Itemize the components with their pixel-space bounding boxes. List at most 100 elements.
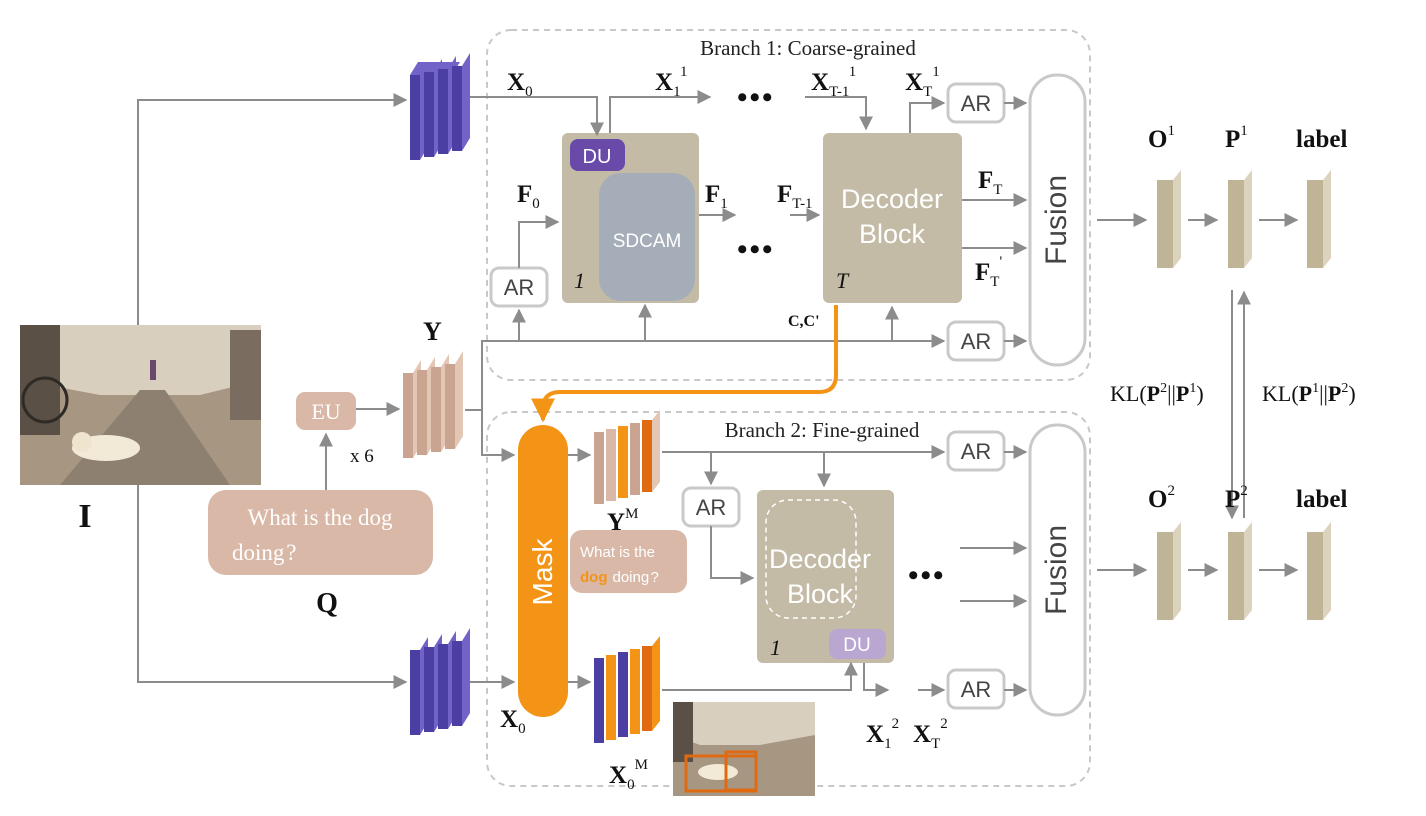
ar-label-6: AR (961, 677, 992, 702)
image-feature-stack-bottom (410, 628, 470, 735)
ar-label-5: AR (696, 495, 727, 520)
ym-sup: M (625, 506, 638, 522)
sdcam-label: SDCAM (613, 231, 682, 252)
eu-block: EU (296, 392, 356, 430)
label-label-bottom: label (1296, 486, 1347, 513)
label-p2: P2 (1225, 483, 1248, 513)
label-x0-bottom: X0 (500, 706, 526, 737)
x12-sup: 2 (892, 716, 900, 732)
label-y-m: YM (607, 506, 638, 536)
label-c-cprime: C,C' (788, 313, 820, 330)
xt2-sup: 2 (940, 716, 948, 732)
question-line-1: What is the dog (248, 505, 393, 530)
ar-box-2: AR (946, 82, 1006, 124)
o2-o: O (1148, 486, 1167, 513)
f1-sub: 1 (720, 196, 728, 212)
output-column-p2 (1228, 522, 1252, 620)
mask-block: Mask (518, 425, 568, 717)
kl-right-b: P (1328, 381, 1341, 406)
ftp-prime: ' (999, 254, 1002, 270)
ellipsis-mid: ••• (737, 233, 775, 266)
question-label: Q (316, 588, 338, 619)
kl-left-sep: || (1167, 381, 1176, 406)
label-ft1: FT-1 (777, 181, 813, 212)
xt1-sup: 1 (932, 64, 940, 80)
f0-sub: 0 (532, 196, 540, 212)
output-column-o1 (1157, 170, 1181, 268)
output-column-label1 (1307, 170, 1331, 268)
eu-repeat-label: x 6 (350, 446, 374, 467)
kl-left-a-sup: 2 (1160, 381, 1167, 396)
eu-label: EU (311, 399, 340, 424)
x12-x: X (866, 721, 884, 748)
label-x0-m: X0M (609, 757, 648, 793)
ar-label-1: AR (504, 275, 535, 300)
label-o1: O1 (1148, 123, 1175, 153)
masked-image-feature-stack (594, 636, 660, 743)
f0-f: F (517, 181, 532, 208)
question-box: What is the dog doing ? (208, 490, 433, 575)
kl-right-b-sup: 2 (1341, 381, 1348, 396)
fusion-bottom: Fusion (1028, 423, 1087, 717)
f1-f: F (705, 181, 720, 208)
ft1-sub: T-1 (792, 196, 812, 212)
decoder-t-line-1: Decoder (841, 184, 943, 214)
ft-sub: T (993, 182, 1002, 198)
decoder-block-t: Decoder Block T (823, 133, 962, 303)
label-o2: O2 (1148, 483, 1175, 513)
x0-bottom-x: X (500, 706, 518, 733)
branch-1-container: Branch 1: Coarse-grained (486, 29, 1091, 381)
kl-left-b: P (1176, 381, 1189, 406)
connector-lines (137, 90, 1299, 697)
du-top: DU (570, 139, 625, 171)
du-bottom-label: DU (843, 635, 870, 656)
label-f0: F0 (517, 181, 540, 212)
ellipsis-branch2: ••• (908, 559, 946, 592)
kl-right-a: P (1299, 381, 1312, 406)
masked-image-thumbnail (673, 702, 815, 796)
xt11-x: X (811, 69, 829, 96)
xt11-sup: 1 (849, 64, 857, 80)
x11-sup: 1 (680, 64, 688, 80)
xt2-sub: T (931, 736, 940, 752)
xt1-x: X (905, 69, 923, 96)
label-x1-1: X11 (655, 64, 688, 100)
image-feature-stack-top (410, 53, 470, 160)
x0-top-x: X (507, 69, 525, 96)
question-line-2: doing ? (232, 540, 297, 565)
label-xt-1: XT1 (905, 64, 940, 100)
label-x0-top: X0 (507, 69, 533, 100)
ar-box-1: AR (489, 266, 549, 308)
fusion-bottom-label: Fusion (1040, 525, 1073, 615)
ar-box-4: AR (946, 430, 1006, 472)
label-ft: FT (978, 167, 1002, 198)
ar-label-3: AR (961, 329, 992, 354)
ft1-f: F (777, 181, 792, 208)
o1-sup: 1 (1167, 123, 1175, 139)
p1-p: P (1225, 126, 1240, 153)
du-top-label: DU (583, 146, 612, 168)
kl-right-close: ) (1348, 381, 1355, 406)
decoder-block-1-branch2: Decoder Block 1 DU (757, 490, 894, 663)
kl-left: KL(P2||P1) (1110, 381, 1204, 406)
label-xt-2: XT2 (913, 716, 948, 752)
x11-x: X (655, 69, 673, 96)
input-image (20, 325, 261, 485)
label-y: Y (423, 317, 442, 346)
decoder-b2-line-2: Block (787, 579, 854, 609)
branch-1-title: Branch 1: Coarse-grained (700, 36, 916, 60)
label-ft-prime: FT' (975, 254, 1002, 290)
decoder-t-line-2: Block (859, 219, 926, 249)
x12-sub: 1 (884, 736, 892, 752)
o1-o: O (1148, 126, 1167, 153)
masked-question-line-1: What is the (580, 544, 655, 561)
block-1: SDCAM 1 (562, 133, 699, 303)
decoder-b2-index: 1 (770, 635, 781, 660)
xt2-x: X (913, 721, 931, 748)
x0m-sub: 0 (627, 777, 635, 793)
image-label: I (78, 498, 91, 535)
masked-question-rest: doing ? (613, 569, 659, 586)
x0-bottom-sub: 0 (518, 721, 526, 737)
